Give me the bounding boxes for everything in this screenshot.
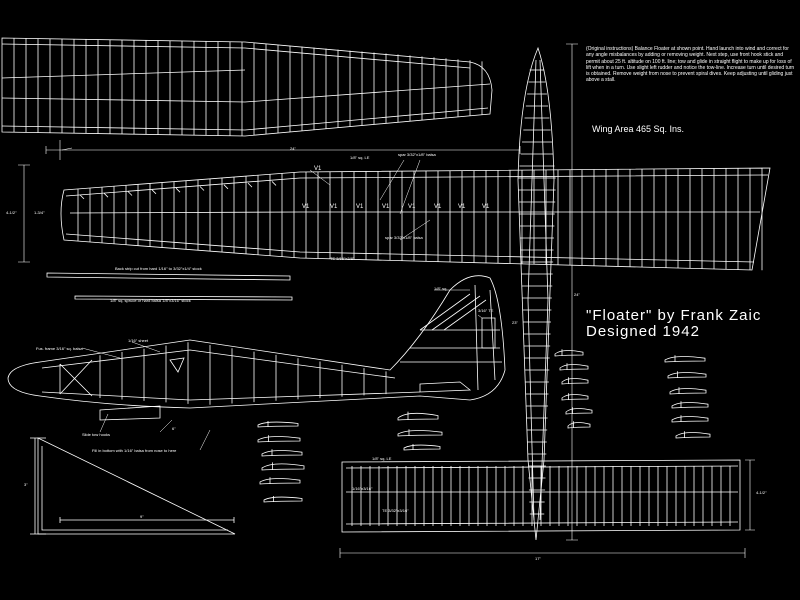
wing-spar-bottom-label: spar 3/32"x1/8" balsa <box>385 235 423 240</box>
drawing-subtitle: Designed 1942 <box>586 323 700 340</box>
main-wing-outline <box>60 167 771 271</box>
strip2-label: 1/8" sq. spruce or hard balsa 1/8"x3/16"… <box>110 298 191 303</box>
stab-chord-dimension: 4-1/2" <box>756 490 767 495</box>
wing-chord2-dimension: 1-3/4" <box>34 210 45 215</box>
drawing-title: "Floater" by Frank Zaic <box>586 307 762 324</box>
dihedral-template <box>30 437 236 535</box>
stabilizer <box>341 459 741 533</box>
fin-te-label: 3/16" TE <box>478 308 494 313</box>
strip1-label: Back strip cut from hard 1/16" to 3/32"x… <box>115 266 202 271</box>
strip-stock <box>46 272 293 301</box>
slide-hooks-label: Slide tow hooks <box>82 432 111 437</box>
wing-tip-panel <box>1 37 493 137</box>
fuselage-length-dimension: 24" <box>574 292 580 297</box>
rib-airfoil-templates <box>257 349 711 503</box>
rib-label-1: V1 <box>302 204 310 210</box>
rib-label-5: V1 <box>408 204 416 210</box>
rib-label-2: V1 <box>330 204 338 210</box>
stab-le-label: 1/8" sq. LE <box>372 456 392 461</box>
wing-chord-dimension: 4-1/2" <box>6 210 17 215</box>
wing-te-label: TE 3/16"x3/8" <box>330 256 355 261</box>
dimension-lines <box>18 43 755 558</box>
template-width-dimension: 9" <box>140 514 144 519</box>
rib-label-root: V1 <box>314 166 322 172</box>
rib-label-7: V1 <box>458 204 466 210</box>
fus-root-dimension: 6" <box>172 426 176 431</box>
rib-label-3: V1 <box>356 204 364 210</box>
template-height-dimension: 3" <box>24 482 28 487</box>
wing-le-label: 1/8" sq. LE <box>350 155 370 160</box>
stab-span-dimension: 17" <box>535 556 541 561</box>
fuselage-side-view <box>7 275 506 421</box>
stab-te-label: TE 3/32"x3/16" <box>382 508 409 513</box>
rib-label-4: V1 <box>382 204 390 210</box>
wing-area-label: Wing Area 465 Sq. Ins. <box>592 124 685 134</box>
rib-label-8: V1 <box>482 204 490 210</box>
rib-label-6: V1 <box>434 204 442 210</box>
wing-spar-top-label: spar 3/32"x1/8" balsa <box>398 152 436 157</box>
fus-fill-label: Fill in bottom with 1/16" balsa from nos… <box>92 448 177 453</box>
fin-le-label: 1/8" sq. <box>434 286 448 291</box>
rear-spacer-label: 1/16" sheet <box>128 338 149 343</box>
fuselage-top-view <box>517 46 556 541</box>
wing-span-dimension: 24" <box>290 146 296 151</box>
fus-frame-label: Fus. frame 3/16" sq. balsa <box>36 346 83 351</box>
build-instructions: (Original instructions) Balance Floater … <box>586 46 795 84</box>
stab-spar-label: 1/16"x3/16" <box>352 486 373 491</box>
leader-lines <box>81 159 483 451</box>
fin-height-dimension: 23" <box>512 320 518 325</box>
